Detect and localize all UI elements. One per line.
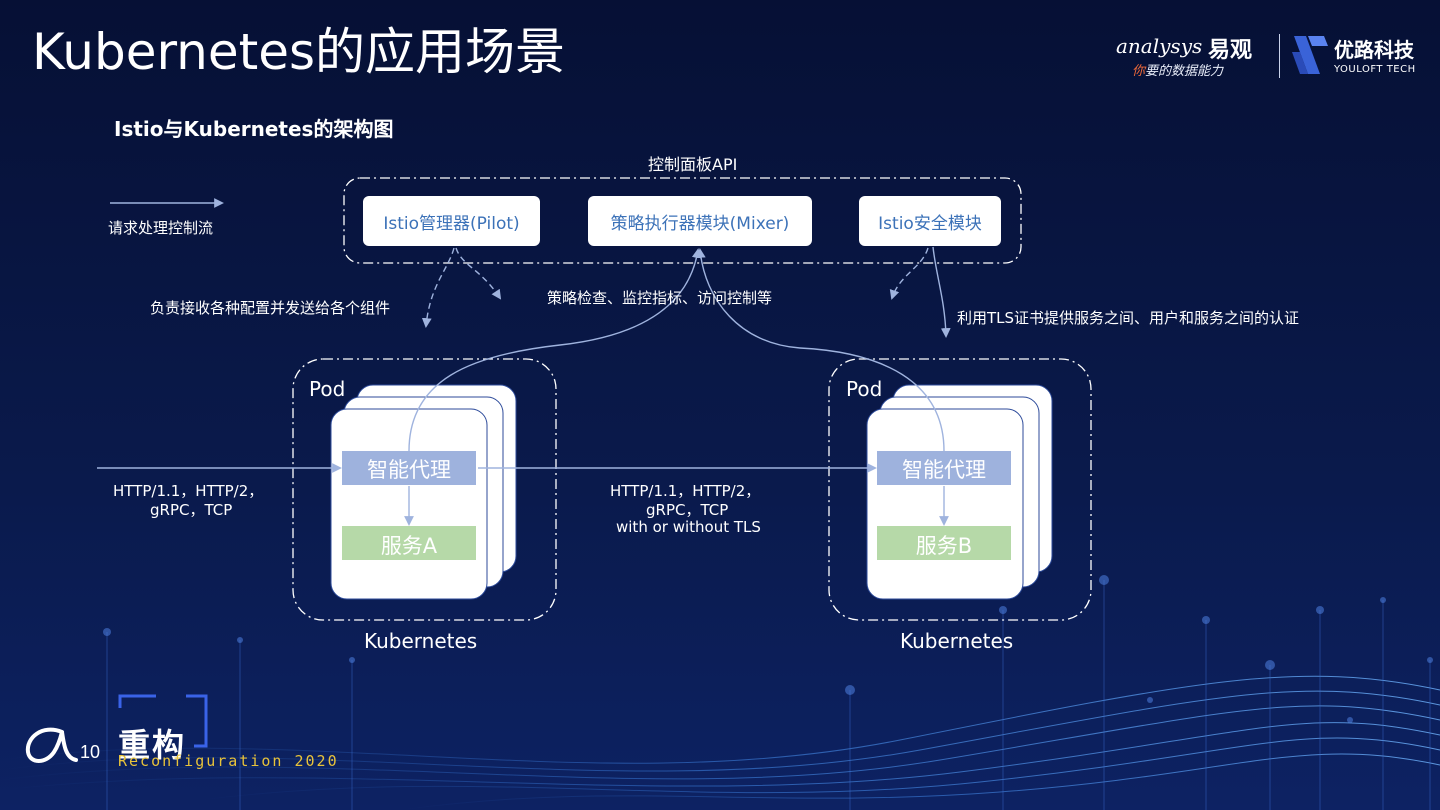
mesh-protocol-line-3: with or without TLS [616, 518, 761, 536]
security-down-left-arrow [889, 247, 929, 300]
mixer-label: 策略执行器模块(Mixer) [610, 214, 790, 234]
youloft-emblem-icon [1292, 36, 1328, 74]
proxy-box-a [342, 451, 476, 485]
analysys-logo: analysys 易观 你要的数据能力 [1110, 32, 1270, 82]
security-box [859, 196, 1001, 246]
pilot-label: Istio管理器(Pilot) [383, 214, 520, 234]
service-label-b: 服务B [915, 534, 973, 558]
ingress-protocol-line-2: gRPC，TCP [150, 501, 233, 519]
footer-logo: 10 重构 Reconfiguration 2020 [22, 690, 352, 780]
analysys-cn-name: 易观 [1208, 38, 1253, 63]
mixer-annotation: 策略检查、监控指标、访问控制等 [547, 289, 773, 307]
security-down-arrow [932, 246, 951, 338]
ingress-protocol-line-1: HTTP/1.1，HTTP/2， [113, 482, 264, 500]
analysys-slogan-accent: 你 [1132, 64, 1146, 79]
security-annotation: 利用TLS证书提供服务之间、用户和服务之间的认证 [957, 309, 1300, 327]
mesh-protocol-line-1: HTTP/1.1，HTTP/2， [610, 482, 761, 500]
pilot-box [363, 196, 540, 246]
analysys-wordmark: analysys [1116, 34, 1203, 58]
service-box-b [877, 526, 1011, 560]
footer-frame-icon [118, 694, 208, 748]
pod-container-b [828, 358, 1092, 621]
mixer-box [588, 196, 812, 246]
control-plane-label: 控制面板API [648, 155, 738, 174]
proxy-box-b [877, 451, 1011, 485]
cluster-label-a: Kubernetes [364, 629, 478, 653]
proxy-label-a: 智能代理 [367, 458, 451, 482]
pod-label-b: Pod [846, 377, 883, 401]
logo-divider [1279, 34, 1280, 78]
pilot-down-left-arrow [421, 247, 455, 328]
pilot-annotation: 负责接收各种配置并发送给各个组件 [150, 299, 391, 317]
footer-subtitle: Reconfiguration 2020 [118, 752, 339, 770]
proxy-label-b: 智能代理 [902, 458, 986, 482]
page-title: Kubernetes的应用场景 [32, 23, 566, 81]
footer-title: 重构 [118, 726, 187, 764]
youloft-logo: 优路科技 YOULOFT TECH [1290, 32, 1430, 80]
footer-number: 10 [80, 742, 101, 762]
analysys-slogan-rest: 要的数据能力 [1145, 64, 1224, 79]
pod-container-a [292, 358, 557, 621]
legend-label: 请求处理控制流 [108, 219, 214, 237]
security-label: Istio安全模块 [878, 214, 982, 234]
proxy-a-to-mixer-arrow [408, 248, 702, 452]
cluster-label-b: Kubernetes [900, 629, 1014, 653]
youloft-cn-name: 优路科技 [1334, 38, 1414, 62]
diagram-subtitle: Istio与Kubernetes的架构图 [114, 117, 394, 141]
analysys-slogan: 你要的数据能力 [1132, 60, 1223, 79]
footer-a-emblem-icon [25, 727, 78, 763]
service-box-a [342, 526, 476, 560]
pilot-down-right-arrow [455, 247, 502, 300]
service-label-a: 服务A [380, 534, 438, 558]
youloft-en-name: YOULOFT TECH [1334, 64, 1416, 75]
mesh-protocol-line-2: gRPC，TCP [646, 501, 729, 519]
pod-label-a: Pod [309, 377, 346, 401]
proxy-b-to-mixer-arrow [695, 248, 945, 452]
control-plane-container [343, 177, 1022, 264]
pod-card-front-b [866, 408, 1024, 600]
